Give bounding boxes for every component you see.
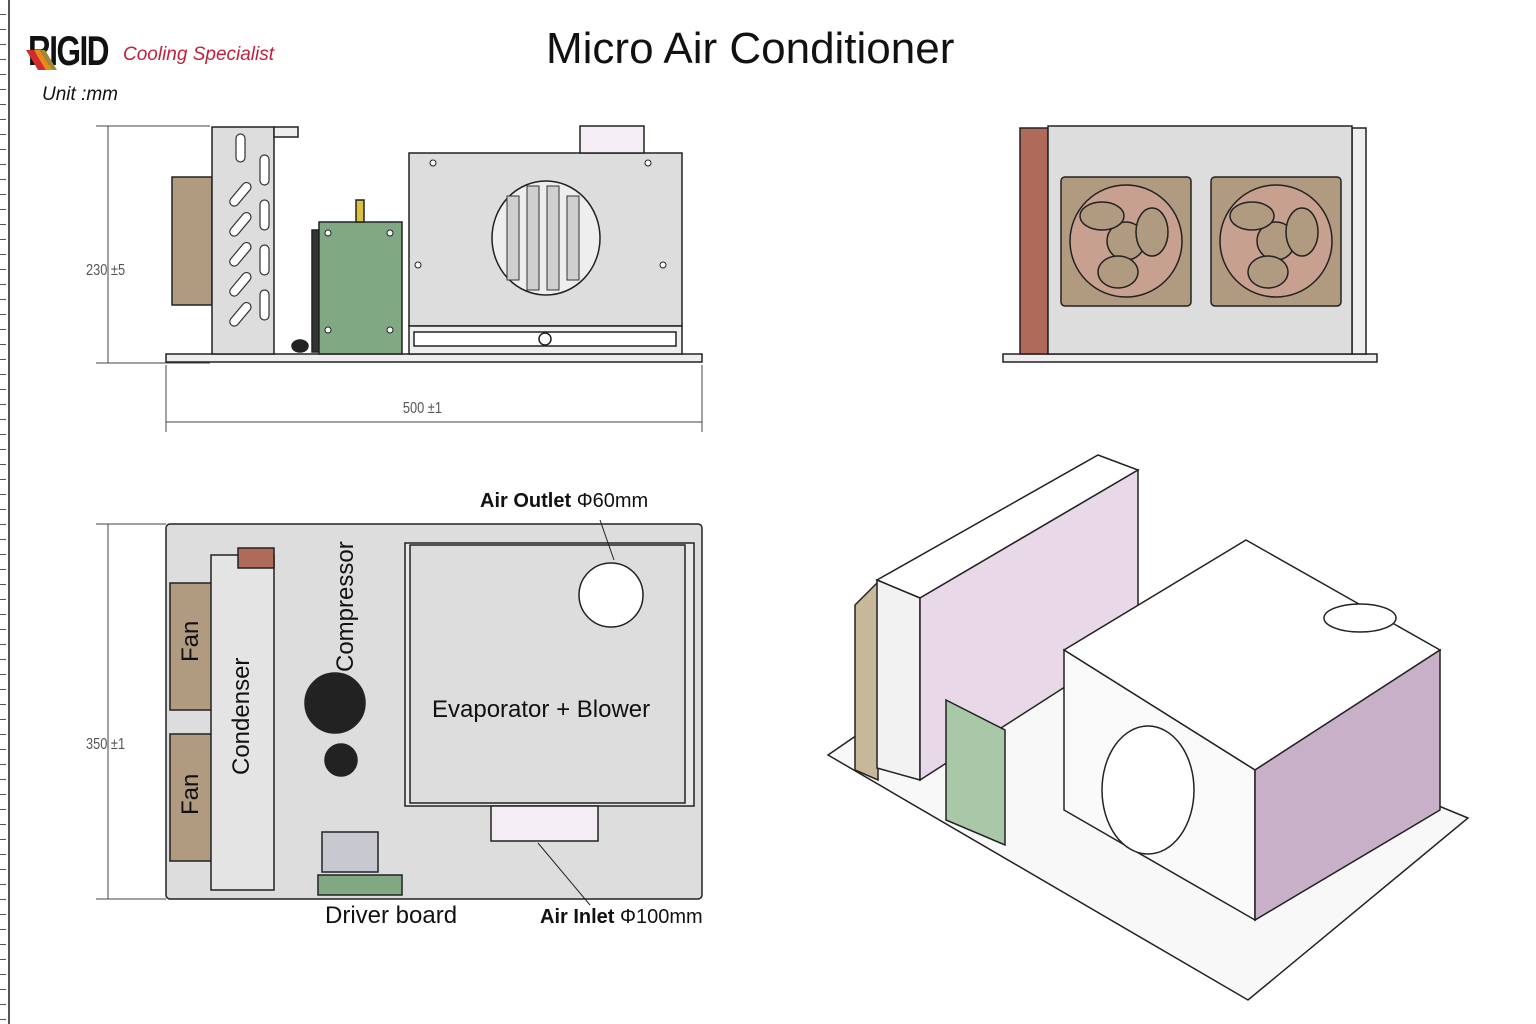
unit-label: Unit :mm <box>42 84 118 105</box>
condenser-label: Condenser <box>228 657 255 775</box>
fan-label-2: Fan <box>177 773 204 815</box>
air-outlet-label: Air Outlet Φ60mm <box>480 490 649 512</box>
fan-label-1: Fan <box>177 620 204 662</box>
fan-left <box>1060 176 1192 307</box>
side-view <box>96 125 703 432</box>
depth-dimension: 350 ±1 <box>86 736 126 753</box>
isometric-view <box>826 454 1470 1001</box>
brand-tagline: Cooling Specialist <box>123 44 275 65</box>
top-view <box>96 519 703 906</box>
front-view <box>1002 125 1378 363</box>
compressor-label: Compressor <box>332 541 359 672</box>
edge-ruler <box>0 0 10 1024</box>
width-dimension: 500 ±1 <box>402 400 442 417</box>
logo-stripes-icon <box>26 50 57 70</box>
height-dimension: 230 ±5 <box>86 262 126 279</box>
page-title: Micro Air Conditioner <box>546 24 955 73</box>
air-inlet-label: Air Inlet Φ100mm <box>540 906 703 928</box>
fan-right <box>1210 176 1342 307</box>
evaporator-label: Evaporator + Blower <box>432 696 651 723</box>
driver-board-label: Driver board <box>325 902 458 929</box>
